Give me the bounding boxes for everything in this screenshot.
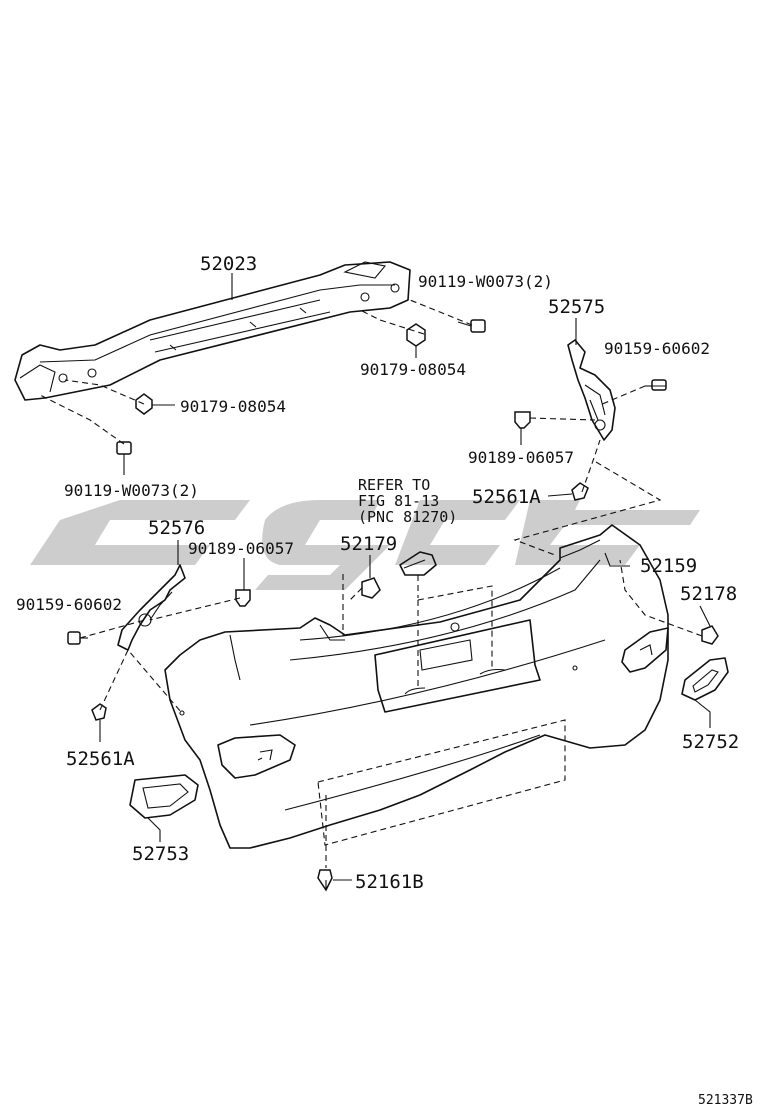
label-90189-left: 90189-06057 — [188, 539, 294, 558]
leader-lines — [80, 273, 711, 881]
label-90119-left: 90119-W0073(2) — [64, 481, 199, 500]
refer-line-2: FIG 81-13 — [358, 492, 439, 510]
reflector-52753 — [129, 774, 199, 819]
refer-line-1: REFER TO — [358, 476, 430, 494]
clip-90189-right — [514, 411, 531, 429]
bumper-cover-52159 — [164, 524, 669, 849]
label-90159-left: 90159-60602 — [16, 595, 122, 614]
label-90159-right: 90159-60602 — [604, 339, 710, 358]
label-52576: 52576 — [148, 517, 205, 539]
stopper-52178 — [701, 625, 719, 645]
bracket-52576 — [117, 564, 186, 651]
label-52561A-right: 52561A — [472, 486, 541, 508]
label-52575: 52575 — [548, 296, 605, 318]
label-52752: 52752 — [682, 731, 739, 753]
bolt-90119-right — [457, 319, 486, 333]
fasteners — [67, 319, 719, 892]
label-52178: 52178 — [680, 583, 737, 605]
diagram-code: 521337B — [698, 1093, 753, 1108]
label-52159: 52159 — [640, 555, 697, 577]
label-52023: 52023 — [200, 253, 257, 275]
reinforcement-52023 — [14, 261, 411, 401]
clip-52561A-left — [91, 703, 107, 721]
screw-90159-right — [645, 379, 667, 391]
label-90189-right: 90189-06057 — [468, 448, 574, 467]
labels: 52023 90119-W0073(2) 52575 90159-60602 9… — [16, 253, 753, 1108]
refer-line-3: (PNC 81270) — [358, 508, 457, 526]
screw-90159-left — [67, 631, 81, 645]
dashed-lines — [39, 299, 703, 868]
label-52179: 52179 — [340, 533, 397, 555]
label-52161B: 52161B — [355, 871, 424, 893]
label-52561A-left: 52561A — [66, 748, 135, 770]
nut-90179-right — [406, 323, 426, 347]
reflector-52752 — [681, 657, 729, 701]
label-90179-left: 90179-08054 — [180, 397, 286, 416]
license-lamp-ref — [399, 551, 437, 576]
clip-90189-left — [235, 589, 251, 607]
watermark-logo — [30, 500, 700, 590]
label-90179-right: 90179-08054 — [360, 360, 466, 379]
bracket-52575 — [567, 339, 616, 441]
clip-52161B — [317, 869, 333, 892]
label-90119-right: 90119-W0073(2) — [418, 272, 553, 291]
bolt-90119-left — [116, 441, 132, 462]
stopper-52179 — [361, 577, 381, 599]
label-52753: 52753 — [132, 843, 189, 865]
clip-52561A-right — [571, 482, 589, 501]
